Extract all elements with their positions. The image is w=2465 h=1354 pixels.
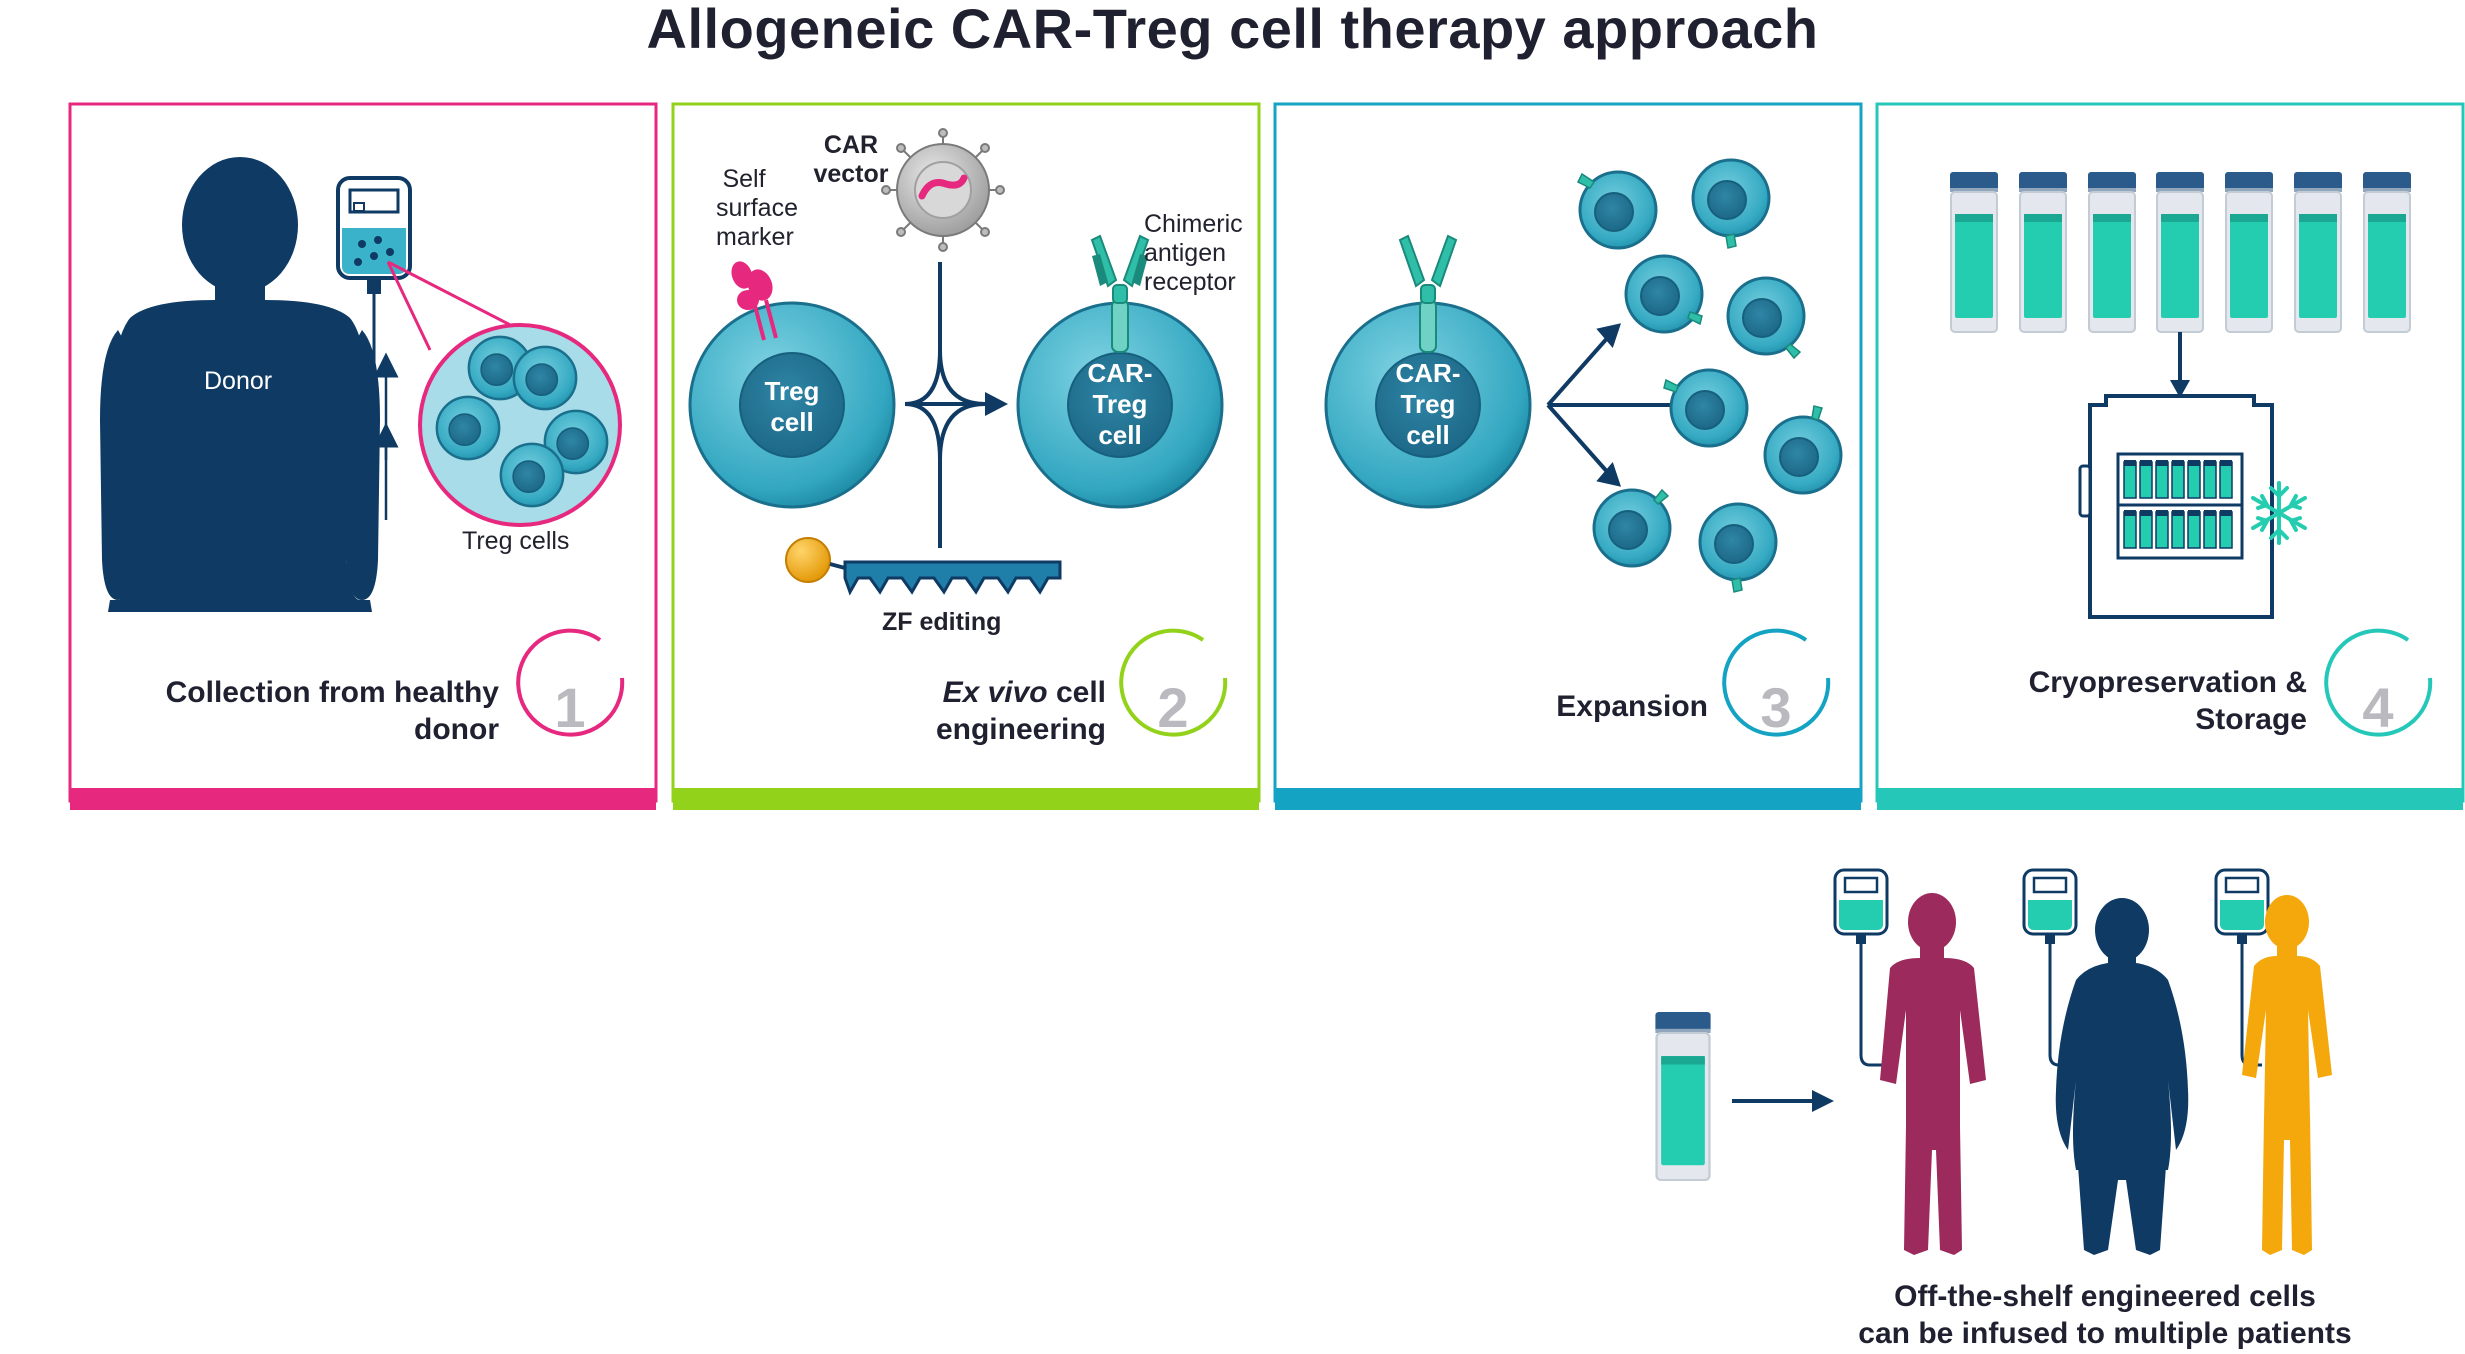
zf-editing-label: ZF editing: [882, 608, 1002, 636]
chimeric-line-2: antigen: [1144, 239, 1227, 267]
panel-2-frame: [671, 102, 1261, 810]
patient-2-group: [2022, 868, 2189, 1255]
car-treg-cell-text-panel2: CAR- Treg cell: [1075, 358, 1165, 451]
donor-label: Donor: [204, 367, 273, 395]
car-treg3-line-2: Treg: [1400, 389, 1456, 419]
step-2-text-line-2: engineering: [935, 713, 1106, 746]
step-1-text-line-1: Collection from healthy: [165, 676, 499, 709]
merge-arrow-icon: [904, 262, 1008, 548]
step-number-4: 4: [2362, 676, 2394, 739]
patient-3-group: [2214, 868, 2332, 1255]
self-surface-marker-label: Self surface marker: [716, 165, 798, 252]
chimeric-line-1: Chimeric: [1144, 210, 1243, 238]
step-number-2: 2: [1157, 676, 1189, 739]
step-4-text-line-2: Storage: [2195, 703, 2307, 736]
step-1-text: Collection from healthy donor: [166, 674, 499, 748]
step-4-text: Cryopreservation & Storage: [2029, 664, 2307, 738]
step-2-text-line-1: Ex vivo cell: [936, 674, 1106, 711]
step-number-3-circle: [1722, 628, 1831, 737]
treg-cell-icon: [688, 301, 896, 509]
car-treg-line-3: cell: [1098, 420, 1142, 450]
car-vector-line-1: CAR: [823, 131, 879, 159]
self-surface-marker-icon: [731, 261, 778, 341]
down-arrow-icon: [2170, 332, 2190, 398]
treg-cells-label: Treg cells: [462, 527, 570, 555]
tube-row-icon: [1949, 171, 2412, 333]
car-treg-line-1: CAR-: [1087, 358, 1153, 388]
car-vector-icon: [881, 128, 1005, 252]
self-marker-line-1: Self: [722, 165, 766, 193]
car-treg-cell-icon-panel3: [1324, 234, 1532, 509]
step-number-3: 3: [1760, 676, 1792, 739]
step-1-text-line-2: donor: [414, 713, 499, 746]
freezer-icon: [2078, 394, 2274, 619]
zf-editing-icon: [785, 537, 1062, 596]
car-treg-cell-text-panel3: CAR- Treg cell: [1383, 358, 1473, 451]
step-number-4-circle: [2324, 628, 2433, 737]
treg-cells-zoom-circle: [418, 323, 622, 527]
step-number-2-circle: [1119, 628, 1228, 737]
car-vector-label: CAR vector: [813, 131, 889, 189]
car-treg3-line-1: CAR-: [1395, 358, 1461, 388]
infusion-arrow-icon: [1732, 1090, 1834, 1112]
footer-line-2: can be infused to multiple patients: [1858, 1317, 2352, 1350]
snowflake-icon: [2251, 481, 2307, 545]
footer-line-1: Off-the-shelf engineered cells: [1894, 1280, 2316, 1313]
step-2-text: Ex vivo cell engineering: [936, 674, 1106, 748]
treg-cell-line-1: Treg: [764, 376, 820, 406]
step-number-1-circle: [516, 628, 625, 737]
patient-1-group: [1833, 868, 1986, 1255]
self-marker-line-2: surface: [716, 194, 798, 222]
chimeric-line-3: receptor: [1144, 268, 1236, 296]
step-4-text-line-1: Cryopreservation &: [2028, 666, 2307, 699]
footer-caption: Off-the-shelf engineered cells can be in…: [1800, 1278, 2410, 1352]
car-vector-line-2: vector: [813, 160, 889, 188]
single-tube-icon: [1654, 1010, 1712, 1182]
iv-bag-icon: [336, 176, 412, 542]
panel-3-frame: [1273, 102, 1863, 810]
expanded-cells-group: [1576, 158, 1843, 593]
step-number-1: 1: [554, 676, 586, 739]
zoom-lines: [386, 260, 521, 351]
treg-cell-line-2: cell: [770, 407, 814, 437]
self-marker-line-3: marker: [716, 223, 794, 251]
car-treg-line-2: Treg: [1092, 389, 1148, 419]
step-3-text: Expansion: [1556, 690, 1708, 723]
page-title: Allogeneic CAR-Treg cell therapy approac…: [646, 0, 1819, 60]
panel-4-frame: [1875, 102, 2465, 810]
car-treg3-line-3: cell: [1406, 420, 1450, 450]
panel-1-frame: [68, 102, 658, 810]
car-treg-cell-icon-panel2: [1016, 234, 1224, 509]
step-2-italic: Ex vivo: [942, 676, 1048, 709]
step-2-rest: cell: [1047, 676, 1106, 709]
chimeric-antigen-receptor-label: Chimeric antigen receptor: [1144, 210, 1243, 297]
treg-cell-text: Treg cell: [752, 376, 832, 438]
